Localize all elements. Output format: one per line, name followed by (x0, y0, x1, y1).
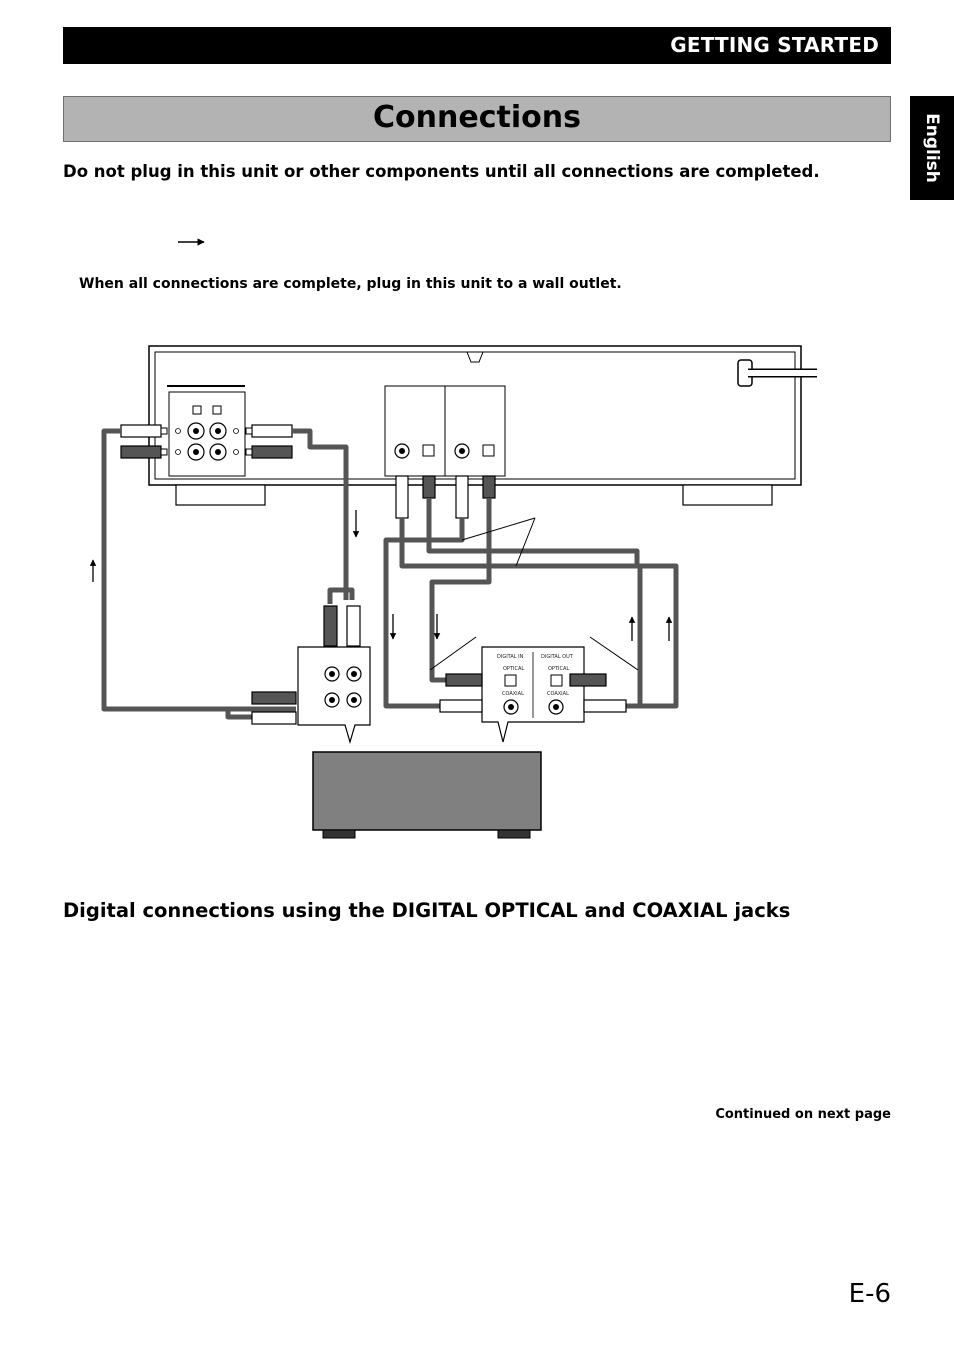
main-unit-rear-panel (148, 345, 802, 506)
optical-in-label: OPTICAL (503, 666, 524, 672)
wall-outlet-note: When all connections are complete, plug … (79, 276, 622, 292)
section-header-bar: GETTING STARTED (63, 27, 891, 64)
power-cord (737, 359, 817, 387)
continued-note: Continued on next page (715, 1107, 891, 1122)
digital-plugs-main (395, 475, 496, 519)
digital-out-label: DIGITAL OUT (541, 654, 574, 660)
section-subheading: Digital connections using the DIGITAL OP… (63, 899, 791, 922)
digital-jack-callout: DIGITAL IN DIGITAL OUT OPTICAL OPTICAL C… (439, 646, 627, 743)
rca-plugs-main-left (120, 424, 168, 459)
optical-out-label: OPTICAL (548, 666, 569, 672)
digital-in-label: DIGITAL IN (497, 654, 524, 660)
connection-cables (101, 428, 679, 720)
warning-text: Do not plug in this unit or other compon… (63, 162, 820, 181)
signal-arrows (89, 510, 673, 641)
language-tab: English (910, 96, 954, 200)
page-number: E-6 (848, 1279, 891, 1309)
coaxial-out-label: COAXIAL (547, 691, 569, 697)
callout-leaders (429, 517, 639, 671)
external-component (312, 751, 542, 839)
page-title: Connections (373, 100, 581, 135)
digital-jack-panel-main (384, 385, 506, 477)
rca-plugs-main-right (245, 424, 293, 459)
analog-jack-panel (167, 385, 246, 477)
section-title: GETTING STARTED (670, 33, 879, 57)
coaxial-in-label: COAXIAL (502, 691, 524, 697)
analog-jack-callout (251, 605, 371, 745)
page-title-bar: Connections (63, 96, 891, 142)
